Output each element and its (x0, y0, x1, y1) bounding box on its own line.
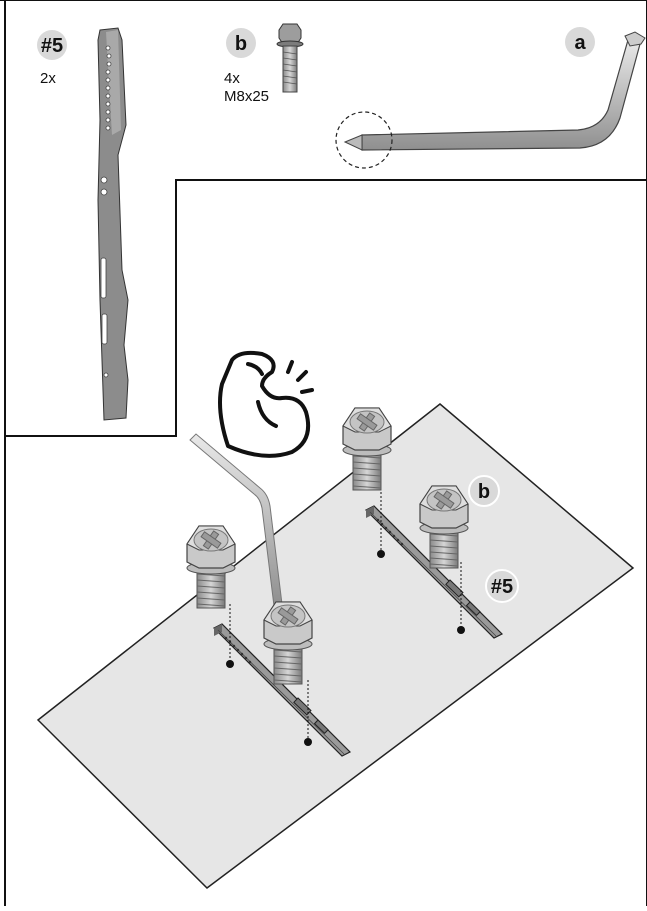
part-bracket-badge: #5 (37, 30, 67, 60)
part-bracket-qty: 2x (40, 70, 56, 87)
part-hex-key-badge: a (565, 27, 595, 57)
part-hex-key-label: a (574, 32, 586, 54)
mounting-panel (36, 403, 635, 889)
bracket-part-image (97, 27, 129, 421)
callout-bracket-badge: #5 (485, 569, 519, 603)
callout-bracket-label: #5 (491, 576, 513, 598)
hex-key-part-image (335, 31, 646, 169)
callout-bolt-badge: b (468, 475, 500, 507)
callout-bolt-label: b (478, 481, 490, 503)
tip-detail-circle (335, 111, 393, 169)
flexed-arm-icon (218, 350, 314, 458)
connection-markers (226, 488, 465, 746)
part-bracket-label: #5 (41, 35, 63, 57)
part-bolt-qty: 4x (224, 70, 240, 87)
part-bolt-size: M8x25 (224, 88, 269, 105)
part-bolt-badge: b (226, 28, 256, 58)
part-bolt-label: b (235, 33, 247, 55)
bolt-part-image (276, 23, 304, 93)
